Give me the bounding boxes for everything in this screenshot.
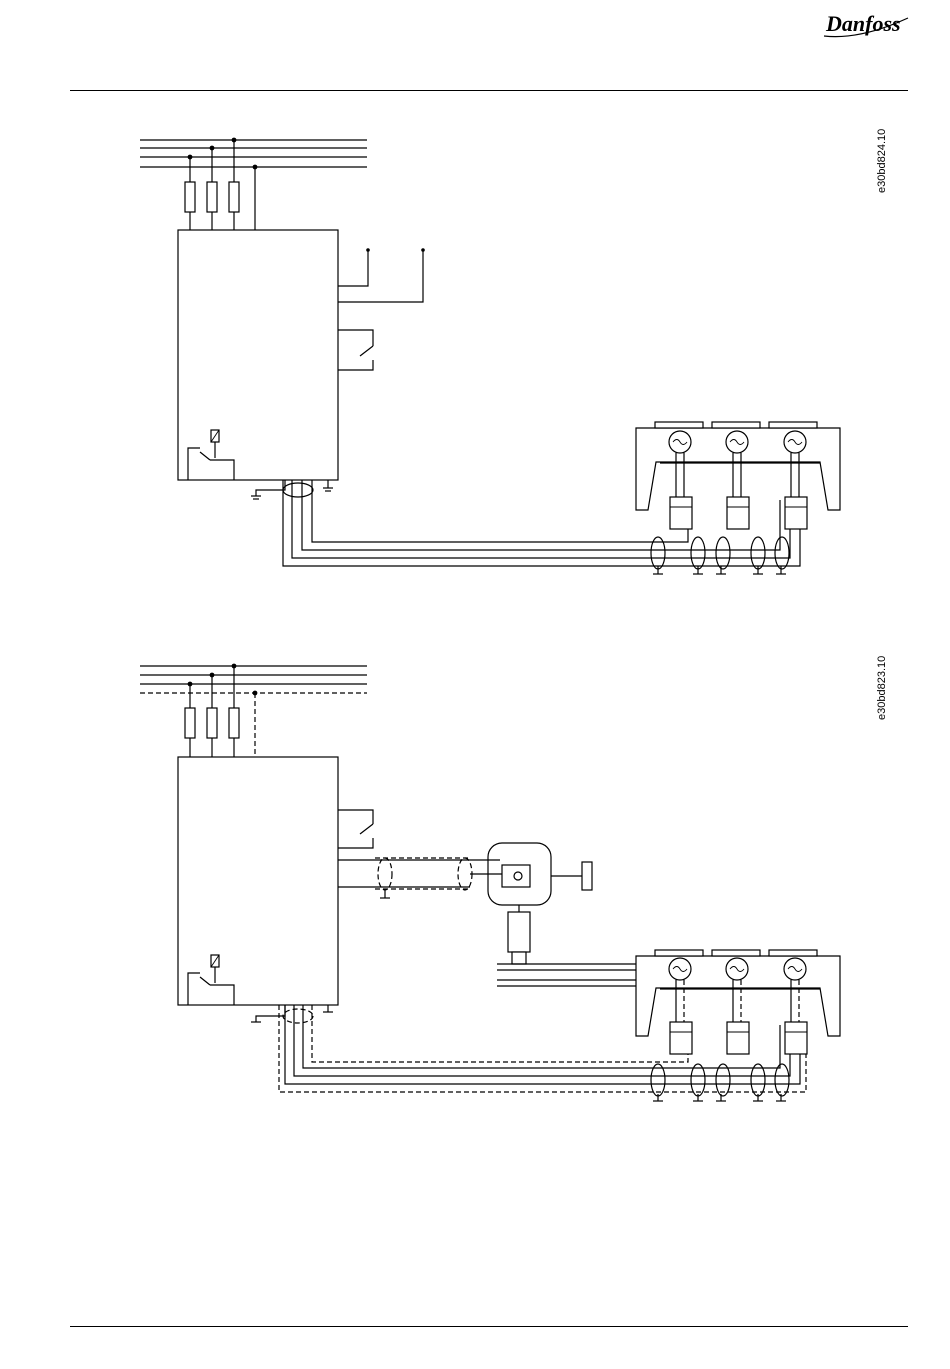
diagram-code-2: e30bd823.10 [876,656,888,720]
footer-rule [70,1326,908,1327]
header-rule [70,90,908,91]
wiring-diagram-2 [0,640,950,1120]
diagram-code-1: e30bd824.10 [876,129,888,193]
logo-text: Danfoss [825,11,901,36]
wiring-diagram-1 [0,110,950,610]
danfoss-logo: Danfoss [820,6,912,40]
